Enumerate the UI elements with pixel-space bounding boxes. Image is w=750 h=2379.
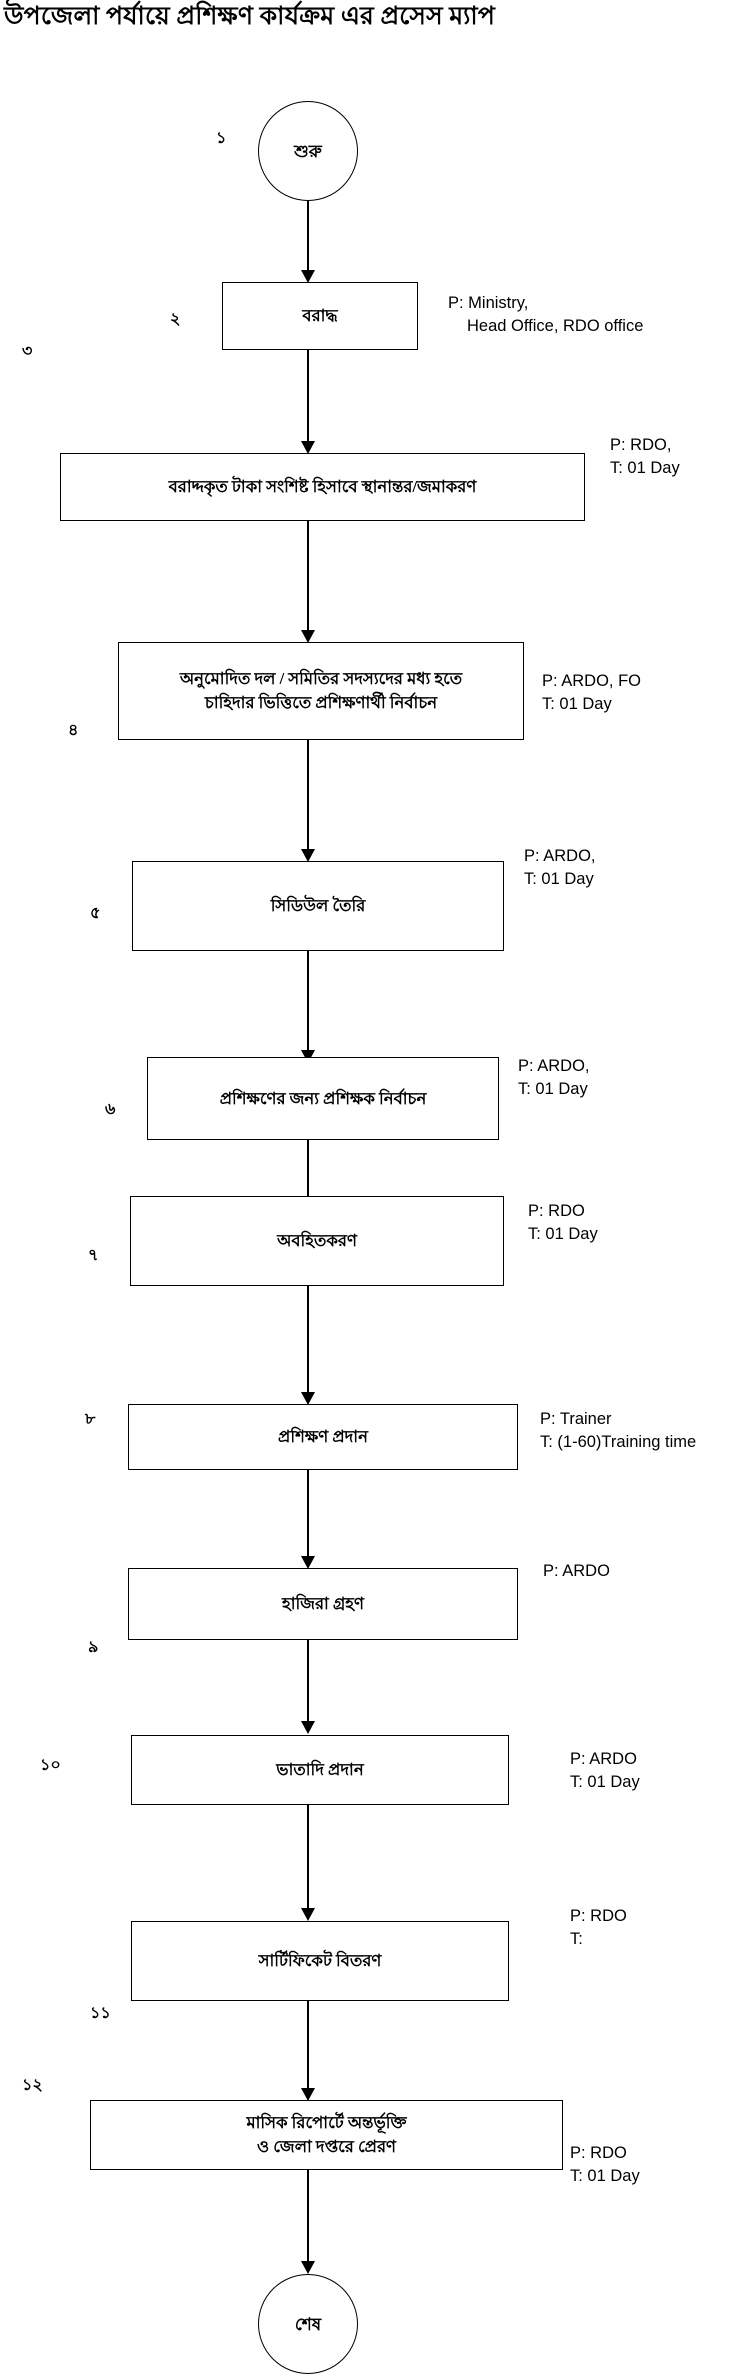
end-terminator-label: শেষ — [294, 2314, 322, 2334]
connector-step7-to-step8 — [307, 1286, 309, 1399]
annotation-3-line2: T: 01 Day — [610, 459, 680, 477]
annotation-9-line1: P: ARDO — [543, 1562, 610, 1580]
process-box-5-label: সিডিউল তৈরি — [270, 896, 366, 916]
annotation-6-line2: T: 01 Day — [518, 1080, 588, 1098]
step-number-1: ১ — [216, 130, 227, 147]
annotation-8-line1: P: Trainer — [540, 1410, 612, 1428]
step-number-3: ৩ — [22, 343, 33, 360]
process-box-2: বরাদ্ধ — [222, 282, 418, 350]
arrowhead-icon — [301, 1556, 315, 1569]
step-number-10: ১০ — [40, 1757, 61, 1774]
step-number-6: ৬ — [105, 1101, 116, 1118]
process-box-2-label: বরাদ্ধ — [302, 306, 338, 326]
annotation-7-line2: T: 01 Day — [528, 1225, 598, 1243]
annotation-3: P: RDO, T: 01 Day — [610, 434, 680, 480]
process-box-4-label-line2: চাহিদার ভিত্তিতে প্রশিক্ষণার্থী নির্বাচন — [204, 693, 438, 712]
annotation-4-line2: T: 01 Day — [542, 695, 612, 713]
annotation-11-line2: T: — [570, 1930, 583, 1948]
process-box-8-label: প্রশিক্ষণ প্রদান — [278, 1427, 368, 1447]
connector-step2-to-step3 — [307, 350, 309, 448]
annotation-2: P: Ministry, Head Office, RDO office — [448, 292, 643, 338]
arrowhead-icon — [301, 630, 315, 643]
connector-step12-to-end — [307, 2170, 309, 2268]
process-box-3-label: বরাদ্দকৃত টাকা সংশিষ্ট হিসাবে স্থানান্তর… — [168, 477, 477, 497]
annotation-11-line1: P: RDO — [570, 1907, 627, 1925]
annotation-2-line2: Head Office, RDO office — [467, 317, 644, 335]
annotation-4: P: ARDO, FO T: 01 Day — [542, 670, 641, 716]
process-box-6-label: প্রশিক্ষণের জন্য প্রশিক্ষক নির্বাচন — [219, 1088, 427, 1108]
connector-step3-to-step4 — [307, 521, 309, 637]
process-box-7-label: অবহিতকরণ — [277, 1231, 357, 1251]
annotation-8: P: Trainer T: (1-60)Training time — [540, 1408, 696, 1454]
annotation-6: P: ARDO, T: 01 Day — [518, 1055, 590, 1101]
step-number-4: ৪ — [68, 722, 79, 739]
page-title: উপজেলা পর্যায়ে প্রশিক্ষণ কার্যক্রম এর প… — [4, 3, 495, 30]
process-box-12-label-line2: ও জেলা দপ্তরে প্রেরণ — [256, 2137, 397, 2156]
arrowhead-icon — [301, 1721, 315, 1734]
step-number-7: ৭ — [88, 1247, 99, 1264]
process-box-3: বরাদ্দকৃত টাকা সংশিষ্ট হিসাবে স্থানান্তর… — [60, 453, 585, 521]
process-box-4-label-line1: অনুমোদিত দল / সমিতির সদস্যদের মধ্য হতে — [179, 669, 463, 689]
arrowhead-icon — [301, 849, 315, 862]
annotation-7: P: RDO T: 01 Day — [528, 1200, 598, 1246]
process-box-9: হাজিরা গ্রহণ — [128, 1568, 518, 1640]
annotation-12: P: RDO T: 01 Day — [570, 2142, 640, 2188]
annotation-5: P: ARDO, T: 01 Day — [524, 845, 596, 891]
process-box-11-label: সার্টিফিকেট বিতরণ — [258, 1951, 382, 1971]
connector-step8-to-step9 — [307, 1470, 309, 1563]
annotation-12-line1: P: RDO — [570, 2144, 627, 2162]
annotation-3-line1: P: RDO, — [610, 436, 672, 454]
process-box-8: প্রশিক্ষণ প্রদান — [128, 1404, 518, 1470]
connector-start-to-step2 — [307, 201, 309, 277]
process-box-10-label: ভাতাদি প্রদান — [276, 1760, 364, 1780]
start-terminator: শুরু — [258, 101, 358, 201]
process-box-6: প্রশিক্ষণের জন্য প্রশিক্ষক নির্বাচন — [147, 1057, 499, 1140]
annotation-9: P: ARDO — [543, 1560, 610, 1583]
connector-step9-to-step10 — [307, 1640, 309, 1728]
connector-step6-to-step7 — [307, 1140, 309, 1250]
arrowhead-icon — [301, 1908, 315, 1921]
end-terminator: শেষ — [258, 2274, 358, 2374]
process-box-12-label: মাসিক রিপোর্টে অন্তর্ভূক্তি ও জেলা দপ্তর… — [97, 2111, 556, 2159]
arrowhead-icon — [301, 1392, 315, 1405]
connector-step11-to-step12 — [307, 2001, 309, 2096]
process-box-4-label: অনুমোদিত দল / সমিতির সদস্যদের মধ্য হতে চ… — [125, 667, 517, 715]
annotation-8-line2: T: (1-60)Training time — [540, 1433, 697, 1451]
annotation-10: P: ARDO T: 01 Day — [570, 1748, 640, 1794]
annotation-6-line1: P: ARDO, — [518, 1057, 590, 1075]
annotation-5-line1: P: ARDO, — [524, 847, 596, 865]
step-number-8: ৮ — [85, 1411, 96, 1428]
process-box-4: অনুমোদিত দল / সমিতির সদস্যদের মধ্য হতে চ… — [118, 642, 524, 740]
annotation-5-line2: T: 01 Day — [524, 870, 594, 888]
arrowhead-icon — [301, 441, 315, 454]
arrowhead-icon — [301, 270, 315, 283]
process-box-5: সিডিউল তৈরি — [132, 861, 504, 951]
process-box-9-label: হাজিরা গ্রহণ — [282, 1594, 364, 1614]
annotation-12-line2: T: 01 Day — [570, 2167, 640, 2185]
process-box-11: সার্টিফিকেট বিতরণ — [131, 1921, 509, 2001]
arrowhead-icon — [301, 2261, 315, 2274]
step-number-2: ২ — [170, 311, 181, 328]
annotation-10-line1: P: ARDO — [570, 1750, 637, 1768]
step-number-11: ১১ — [90, 2005, 111, 2022]
annotation-7-line1: P: RDO — [528, 1202, 585, 1220]
process-box-12-label-line1: মাসিক রিপোর্টে অন্তর্ভূক্তি — [246, 2113, 407, 2133]
annotation-4-line1: P: ARDO, FO — [542, 672, 642, 690]
process-box-12: মাসিক রিপোর্টে অন্তর্ভূক্তি ও জেলা দপ্তর… — [90, 2100, 563, 2170]
step-number-5: ৫ — [90, 905, 101, 922]
connector-step5-to-step6 — [307, 951, 309, 1057]
connector-step10-to-step11 — [307, 1805, 309, 1915]
process-box-10: ভাতাদি প্রদান — [131, 1735, 509, 1805]
step-number-9: ৯ — [88, 1639, 99, 1656]
step-number-12: ১২ — [22, 2077, 43, 2094]
connector-step4-to-step5 — [307, 740, 309, 856]
annotation-2-line1: P: Ministry, — [448, 294, 529, 312]
process-box-7: অবহিতকরণ — [130, 1196, 504, 1286]
start-terminator-label: শুরু — [294, 141, 322, 161]
annotation-11: P: RDO T: — [570, 1905, 627, 1951]
annotation-10-line2: T: 01 Day — [570, 1773, 640, 1791]
arrowhead-icon — [301, 2088, 315, 2101]
